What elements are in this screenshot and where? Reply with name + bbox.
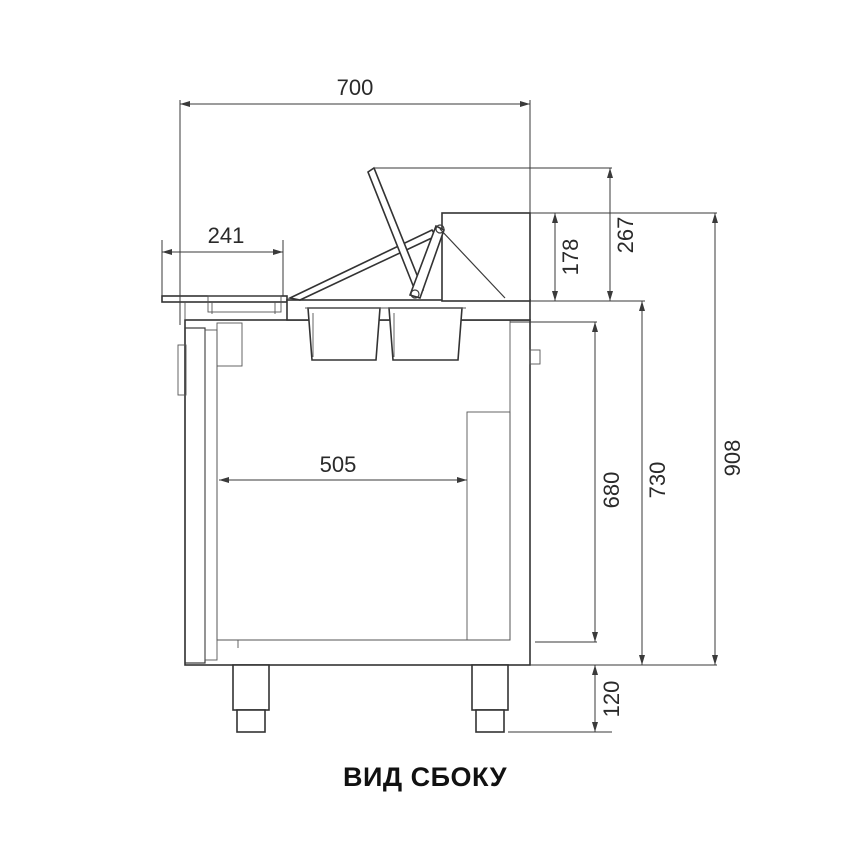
dim-label-241: 241 xyxy=(208,223,245,248)
door-handle xyxy=(216,322,243,367)
dim-label-680: 680 xyxy=(599,472,624,509)
evaporator-panel xyxy=(466,411,511,641)
dim-label-730: 730 xyxy=(645,462,670,499)
legs xyxy=(232,664,509,733)
hinge xyxy=(177,344,187,396)
lids xyxy=(287,166,506,301)
top-section xyxy=(286,212,531,361)
dim-label-267: 267 xyxy=(613,217,638,254)
cabinet-body xyxy=(177,319,541,666)
extension-lines xyxy=(375,167,717,733)
dim-label-120: 120 xyxy=(599,681,624,718)
dimension-267 xyxy=(607,168,613,301)
dimension-505 xyxy=(219,477,467,483)
gn-container-1 xyxy=(307,307,381,361)
gn-container-2 xyxy=(388,307,463,361)
dimension-178 xyxy=(552,213,558,301)
dimension-908 xyxy=(712,213,718,665)
cutting-board xyxy=(161,295,288,320)
dimension-241 xyxy=(161,240,284,296)
dimension-120 xyxy=(592,665,598,732)
dim-label-908: 908 xyxy=(720,440,745,477)
dim-label-700: 700 xyxy=(337,75,374,100)
front-lid-raised xyxy=(367,166,425,295)
view-caption: ВИД СБОКУ xyxy=(343,762,507,792)
dimension-680 xyxy=(592,322,598,642)
dimension-700 xyxy=(179,100,531,325)
dim-label-178: 178 xyxy=(558,239,583,276)
dimension-730 xyxy=(639,301,645,665)
side-control xyxy=(529,349,541,365)
dim-label-505: 505 xyxy=(320,452,357,477)
